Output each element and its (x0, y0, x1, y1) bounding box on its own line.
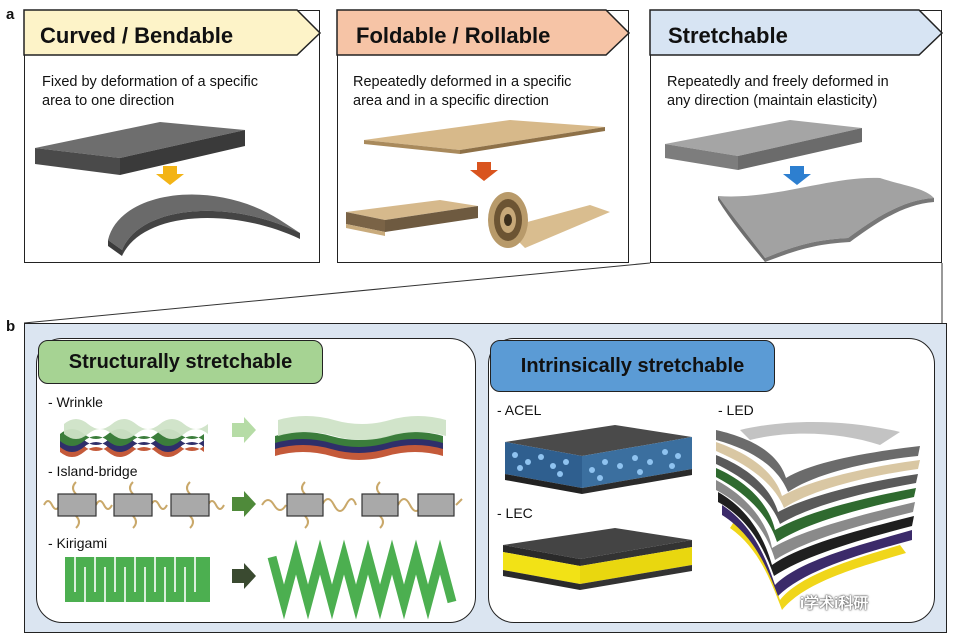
item-lec: - LEC (497, 505, 533, 521)
wrinkle-before-graphic (60, 419, 208, 457)
item-kirigami: - Kirigami (48, 535, 108, 551)
kirigami-after-graphic (267, 539, 457, 620)
lec-device-graphic (503, 528, 692, 590)
intrinsic-title: Intrinsically stretchable (490, 340, 775, 392)
acel-device-graphic (505, 425, 692, 494)
tab-curved-bendable (23, 9, 322, 56)
tab-foldable-rollable (336, 9, 631, 56)
panel-a-label: a (6, 6, 15, 23)
right-arrow-icon (232, 563, 256, 589)
structural-title: Structurally stretchable (38, 340, 323, 384)
wrinkle-after-graphic (275, 416, 446, 460)
right-arrow-icon (232, 417, 256, 443)
flat-plate-graphic (665, 120, 862, 170)
island-chip (286, 493, 324, 517)
island-chip (417, 493, 455, 517)
desc-line-2: area and in a specific direction (353, 93, 549, 109)
panel-b-label: b (6, 318, 16, 335)
down-arrow-icon (470, 162, 498, 181)
island-bridge-before-graphic (43, 481, 225, 529)
down-arrow-icon (156, 166, 184, 185)
island-chip (113, 493, 153, 517)
island-chip (57, 493, 97, 517)
item-acel: - ACEL (497, 402, 542, 418)
stretched-plate-graphic (718, 177, 934, 262)
card-title-curved-bendable: Curved / Bendable (40, 23, 234, 48)
down-arrow-icon (783, 166, 811, 185)
folded-film-graphic (346, 200, 478, 236)
item-led: - LED (718, 402, 754, 418)
card-desc-foldable-rollable: Repeatedly deformed in a specific area a… (353, 73, 571, 111)
right-arrow-icon (232, 491, 256, 517)
watermark-text: i学术i科研 (800, 595, 869, 612)
kirigami-before-graphic (65, 557, 210, 602)
flat-film-graphic (364, 120, 605, 154)
item-island-bridge: - Island-bridge (48, 463, 138, 479)
flat-slab-graphic (35, 122, 245, 175)
desc-line-2: any direction (maintain elasticity) (667, 93, 878, 109)
bent-slab-graphic (108, 194, 300, 256)
item-wrinkle: - Wrinkle (48, 394, 103, 410)
desc-line-1: Fixed by deformation of a specific (42, 74, 258, 90)
card-desc-stretchable: Repeatedly and freely deformed in any di… (667, 73, 889, 111)
island-chip (361, 493, 399, 517)
desc-line-1: Repeatedly deformed in a specific (353, 74, 572, 90)
card-title-stretchable: Stretchable (668, 23, 788, 48)
card-title-foldable-rollable: Foldable / Rollable (356, 23, 551, 48)
desc-line-2: area to one direction (42, 93, 175, 109)
island-chip (170, 493, 210, 517)
zoom-line-left (23, 262, 651, 324)
rolled-film-graphic (488, 192, 610, 248)
led-device-graphic (716, 421, 920, 610)
desc-line-1: Repeatedly and freely deformed in (667, 74, 889, 90)
card-desc-curved-bendable: Fixed by deformation of a specific area … (42, 73, 258, 111)
tab-stretchable (649, 9, 944, 56)
